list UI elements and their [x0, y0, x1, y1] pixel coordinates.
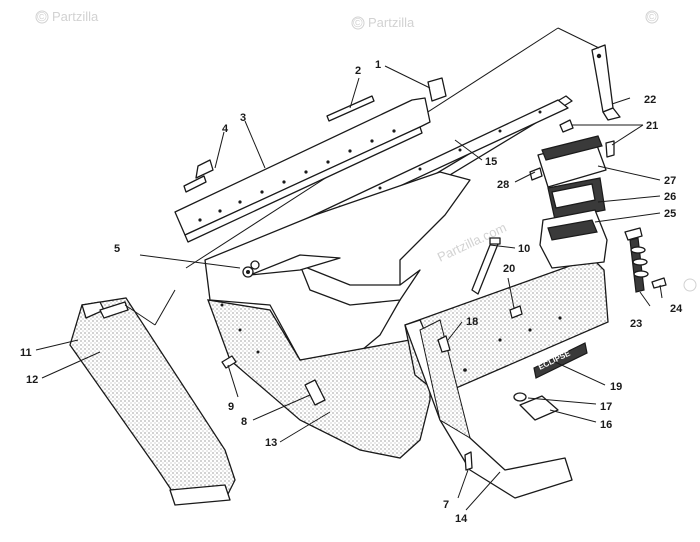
- screw-9: [221, 355, 237, 369]
- watermark-top-right: ©: [645, 9, 659, 24]
- shock-absorber: [624, 227, 649, 293]
- callout-13: 13: [265, 437, 277, 449]
- callout-5: 5: [114, 243, 120, 255]
- callout-1: 1: [375, 59, 381, 71]
- callout-14: 14: [455, 513, 468, 525]
- nut-5: [242, 266, 254, 278]
- trim-strip: [326, 95, 375, 122]
- callout-15: 15: [485, 156, 497, 168]
- console-tray: [547, 177, 606, 221]
- callout-2: 2: [355, 65, 361, 77]
- callout-9: 9: [228, 401, 234, 413]
- callout-11: 11: [20, 347, 32, 359]
- console-box: [539, 209, 608, 269]
- belly-pan: [204, 171, 471, 459]
- callout-3: 3: [240, 112, 246, 124]
- callout-20: 20: [503, 263, 515, 275]
- callout-22: 22: [644, 94, 656, 106]
- watermark-top-left: © Partzilla: [35, 9, 99, 24]
- callout-4: 4: [222, 123, 229, 135]
- screw-7: [464, 451, 473, 471]
- svg-text:Partzilla: Partzilla: [368, 15, 415, 30]
- svg-text:Partzilla: Partzilla: [52, 9, 99, 24]
- bracket-plate: [519, 395, 559, 421]
- front-rail: [404, 257, 609, 499]
- front-bumper: [69, 289, 236, 506]
- callout-17: 17: [600, 401, 612, 413]
- latch-10: [471, 237, 501, 295]
- watermark-right-edge: [683, 278, 697, 292]
- screw-18: [437, 335, 451, 353]
- hinge-8: [304, 379, 326, 406]
- rivet-28: [529, 167, 543, 181]
- mounting-clip: [183, 159, 214, 193]
- callout-27: 27: [664, 175, 676, 187]
- callout-18: 18: [466, 316, 478, 328]
- nut-6: [250, 260, 260, 270]
- bolt: [651, 277, 667, 289]
- rivet-21b: [605, 140, 615, 158]
- callout-7: 7: [443, 499, 449, 511]
- washer-20: [509, 305, 523, 319]
- rivet-21a: [559, 119, 574, 133]
- callout-28: 28: [497, 179, 509, 191]
- leader-lines: [35, 65, 663, 511]
- svg-text:©: ©: [353, 15, 363, 30]
- console-lid: [537, 135, 607, 188]
- watermark-top-center: © Partzilla: [351, 15, 415, 30]
- grommet: [513, 392, 527, 402]
- upper-frame: [174, 77, 447, 243]
- callout-10: 10: [518, 243, 530, 255]
- callout-26: 26: [664, 191, 676, 203]
- callout-16: 16: [600, 419, 612, 431]
- callout-12: 12: [26, 374, 38, 386]
- svg-text:©: ©: [37, 9, 47, 24]
- callout-25: 25: [664, 208, 676, 220]
- svg-text:©: ©: [647, 9, 657, 24]
- callout-24: 24: [670, 303, 683, 315]
- callout-8: 8: [241, 416, 247, 428]
- callout-23: 23: [630, 318, 642, 330]
- callout-19: 19: [610, 381, 622, 393]
- callout-labels: 1 2 3 4 5 7 8 9 10 11 12 13 14 15 16 17 …: [20, 59, 683, 525]
- callout-21: 21: [646, 120, 658, 132]
